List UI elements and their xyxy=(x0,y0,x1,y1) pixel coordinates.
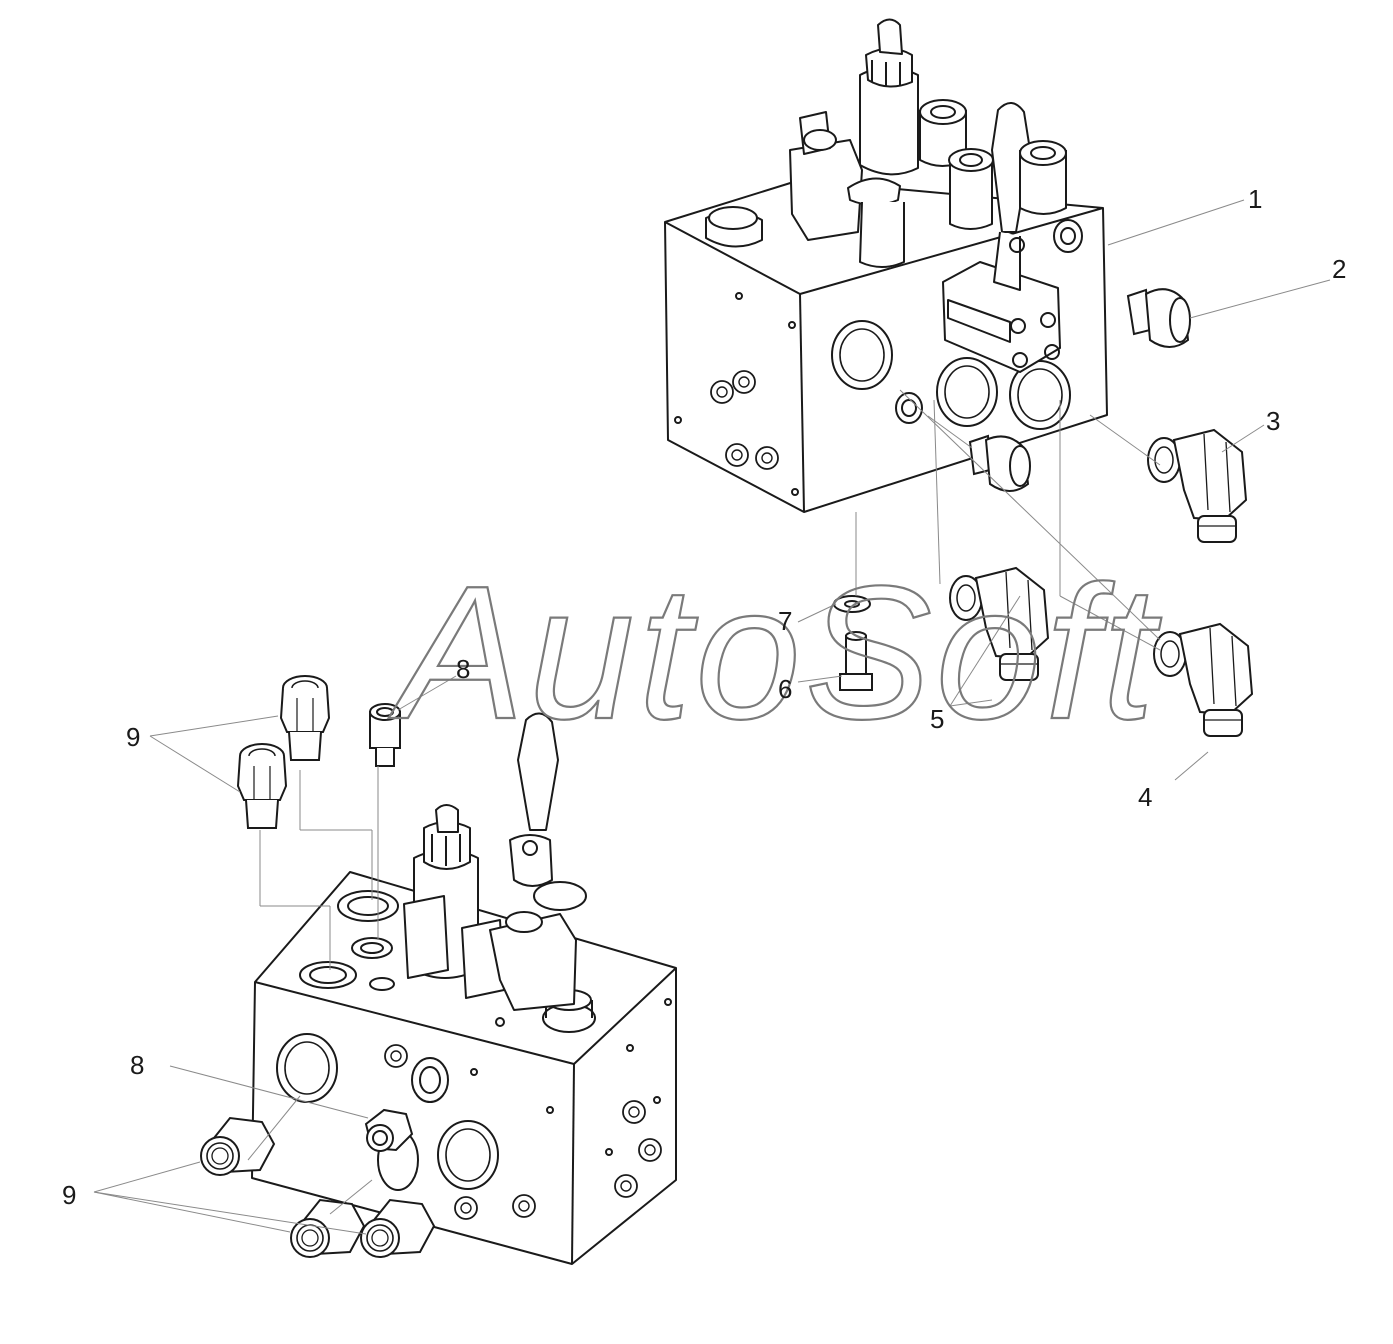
callout-2: 2 xyxy=(1332,254,1347,284)
plug-item-2 xyxy=(1126,288,1191,348)
plug-item-2-lower xyxy=(968,434,1031,492)
fitting-item-9-a xyxy=(280,675,330,761)
callout-4: 4 xyxy=(1138,782,1153,812)
bolt-item-6 xyxy=(839,631,873,691)
fitting-item-8-top xyxy=(369,703,401,767)
lower-valve-block xyxy=(251,712,677,1265)
upper-valve-block xyxy=(664,18,1108,513)
elbow-fitting-item-4 xyxy=(1153,623,1253,737)
elbow-fitting-item-3 xyxy=(1147,429,1247,543)
callout-7: 7 xyxy=(778,606,793,636)
callout-9-bottom: 9 xyxy=(62,1180,77,1210)
fitting-item-9-b xyxy=(237,743,287,829)
callout-3: 3 xyxy=(1266,406,1281,436)
fitting-item-8-bottom xyxy=(364,1108,414,1152)
callout-1: 1 xyxy=(1248,184,1263,214)
watermark: AutoSoft xyxy=(388,547,1162,759)
washer-item-7 xyxy=(833,595,871,613)
callout-5: 5 xyxy=(930,704,945,734)
callout-6: 6 xyxy=(778,674,793,704)
callout-9-top: 9 xyxy=(126,722,141,752)
callout-8-bottom: 8 xyxy=(130,1050,145,1080)
callout-8-top: 8 xyxy=(456,654,471,684)
leader-lines xyxy=(93,199,1331,1235)
